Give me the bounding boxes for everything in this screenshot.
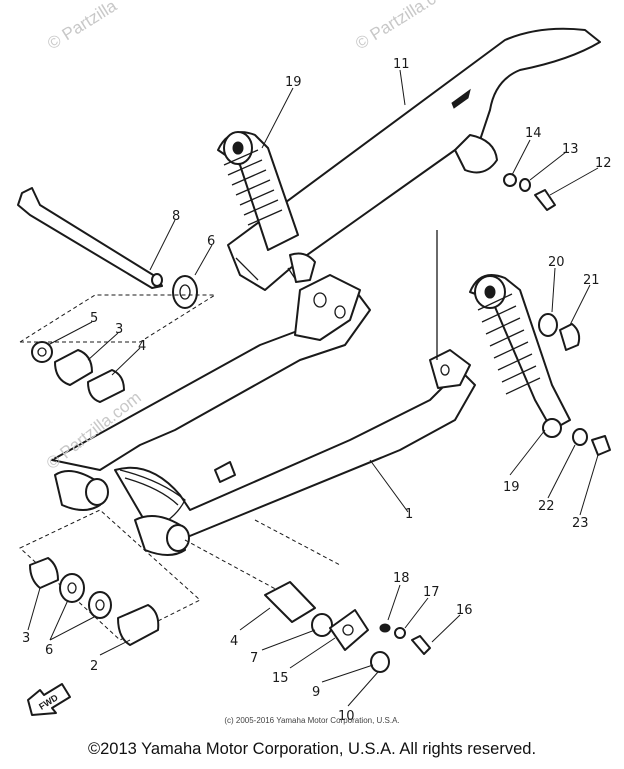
chain-case	[227, 27, 601, 291]
shock-bolt-parts	[538, 313, 611, 456]
part-number-2: 2	[90, 659, 98, 674]
part-number-22: 22	[538, 499, 555, 514]
part-number-4-upper: 4	[138, 339, 146, 354]
part-number-1: 1	[405, 507, 413, 522]
shock-absorber-left	[217, 131, 316, 283]
part-number-12: 12	[595, 156, 612, 171]
part-number-6-lower: 6	[45, 643, 53, 658]
watermark-top-left: © Partzilla	[44, 0, 120, 53]
part-numbers: 11 19 14 13 12 8 6 5 3 4 20 21 19 22 23 …	[22, 57, 612, 724]
part-number-14: 14	[525, 126, 542, 141]
part-number-10: 10	[338, 709, 355, 724]
part-number-9: 9	[312, 685, 320, 700]
part-number-19-lower: 19	[503, 480, 520, 495]
part-number-6-upper: 6	[207, 234, 215, 249]
part-number-7: 7	[250, 651, 258, 666]
part-number-20: 20	[548, 255, 565, 270]
part-number-4-lower: 4	[230, 634, 238, 649]
part-number-15: 15	[272, 671, 289, 686]
part-number-8: 8	[172, 209, 180, 224]
pivot-parts-lower	[19, 509, 201, 646]
copyright-footer: ©2013 Yamaha Motor Corporation, U.S.A. A…	[87, 740, 537, 758]
part-number-13: 13	[562, 142, 579, 157]
watermark-top-right: © Partzilla.c	[352, 0, 440, 53]
part-number-17: 17	[423, 585, 440, 600]
leader-lines	[27, 69, 599, 707]
part-number-5: 5	[90, 311, 98, 326]
dust-seal-upper	[172, 275, 198, 309]
part-number-16: 16	[456, 603, 473, 618]
fwd-arrow-icon: FWD	[27, 683, 71, 716]
part-number-19-upper: 19	[285, 75, 302, 90]
chain-case-bolt-parts	[503, 173, 556, 211]
image-copyright-small: (c) 2005-2016 Yamaha Motor Corporation, …	[224, 716, 400, 725]
bushing-parts-lower-right	[184, 519, 431, 673]
part-number-23: 23	[572, 516, 589, 531]
pivot-parts-upper	[18, 294, 217, 403]
pivot-shaft	[17, 187, 163, 289]
part-number-11: 11	[393, 57, 410, 72]
part-number-21: 21	[583, 273, 600, 288]
shock-absorber-right	[469, 274, 571, 438]
part-number-3-upper: 3	[115, 322, 123, 337]
swing-arm	[51, 274, 476, 556]
part-number-3-lower: 3	[22, 631, 30, 646]
part-number-18: 18	[393, 571, 410, 586]
